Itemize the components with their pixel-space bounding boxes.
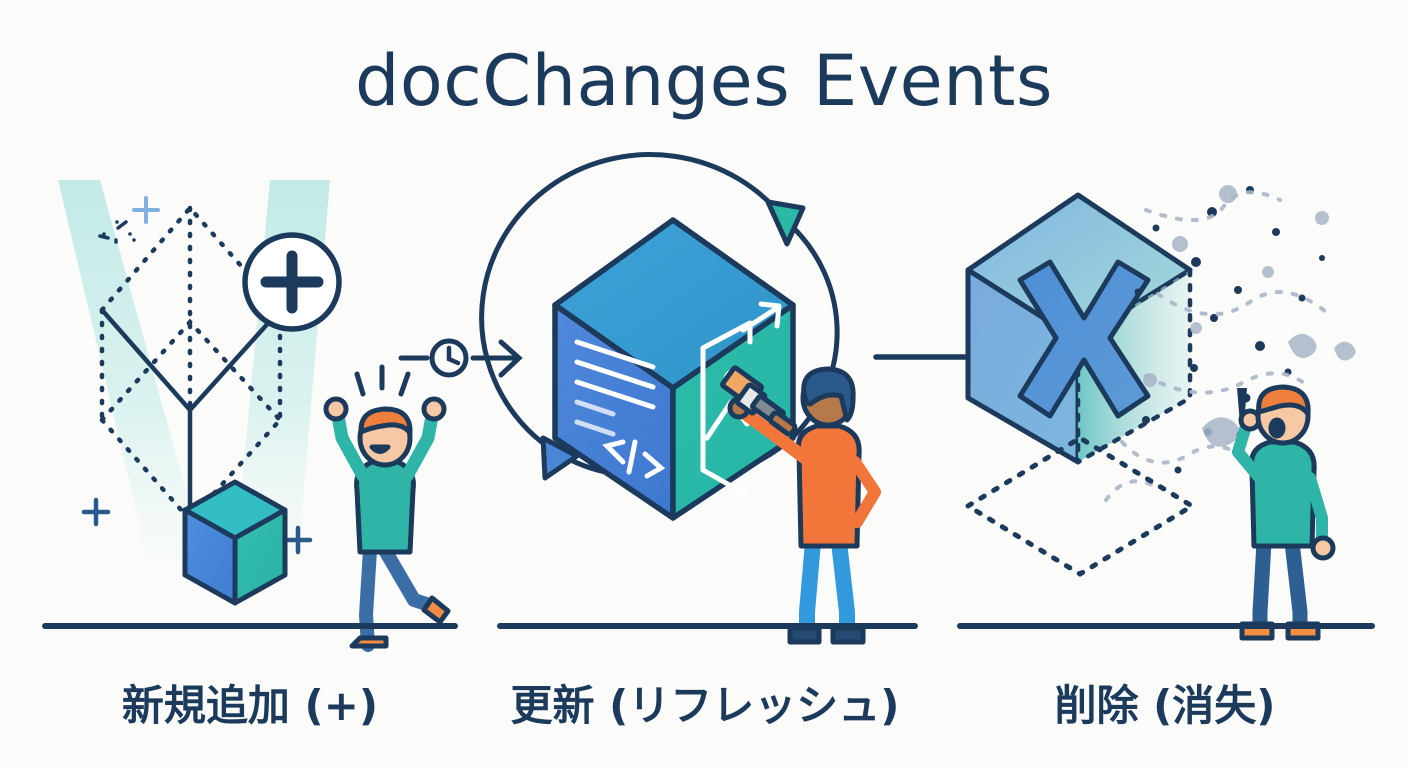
panel-update-illustration	[479, 152, 881, 645]
panel-delete-illustration	[963, 185, 1356, 641]
new-document-cube	[182, 479, 288, 606]
panel-add	[30, 170, 470, 652]
dotted-empty-slot	[963, 435, 1197, 577]
dissolving-particles	[1104, 185, 1356, 502]
plus-circle-icon	[242, 232, 342, 332]
sparkle-group	[81, 196, 313, 555]
caption-add: 新規追加 (+)	[121, 681, 379, 730]
panel-add-illustration	[58, 180, 451, 652]
painter-person	[720, 365, 881, 645]
refresh-arrowhead-top	[765, 199, 806, 247]
clock-icon	[429, 338, 469, 378]
code-icon	[574, 339, 666, 479]
panel-delete	[950, 170, 1380, 641]
paintbrush-icon	[720, 365, 798, 437]
refresh-arrowhead-bottom	[540, 435, 580, 481]
connector-arrow-time	[395, 318, 535, 398]
panel-update	[479, 152, 925, 645]
surprised-person	[1232, 384, 1336, 641]
caption-delete: 削除 (消失)	[1054, 681, 1276, 730]
page-title: docChanges Events	[355, 40, 1053, 122]
caption-update: 更新 (リフレッシュ)	[510, 681, 900, 730]
x-mark-icon	[1017, 259, 1151, 419]
celebrating-person	[323, 364, 451, 652]
